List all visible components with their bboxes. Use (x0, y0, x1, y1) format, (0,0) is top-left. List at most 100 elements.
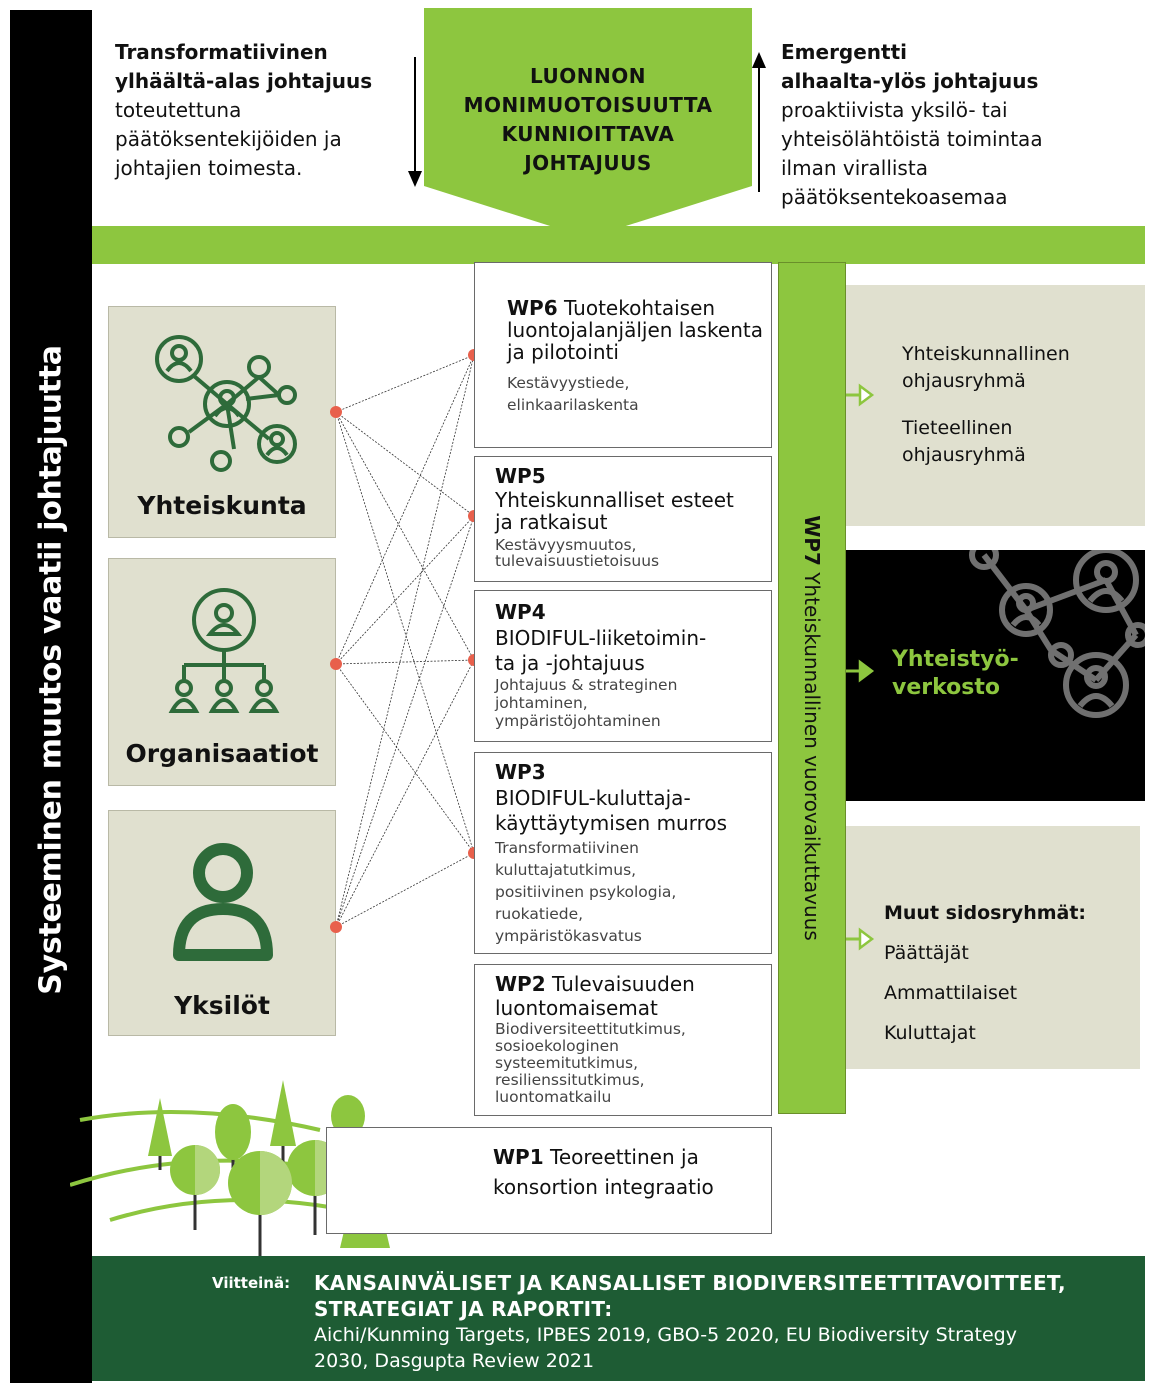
network-people-icon (155, 335, 297, 472)
wp6-box: WP6 Tuotekohtaisen luontojalanjäljen las… (474, 262, 772, 448)
header-left-bold-2: ylhäältä-alas johtajuus (115, 69, 373, 93)
header-right: Emergentti alhaalta-ylös johtajuus proak… (781, 38, 1121, 212)
arrow-right-icon (846, 927, 875, 951)
footer: Viitteinä: KANSAINVÄLISET JA KANSALLISET… (92, 1256, 1145, 1381)
wp4-code: WP4 (495, 600, 546, 624)
green-band (92, 226, 1145, 264)
wp2-title-2: luontomaisemat (495, 996, 658, 1020)
stakeholder-item: Päättäjät (884, 942, 969, 964)
wp3-sub-4: ruokatiede, (495, 905, 584, 923)
wp4-title-2: ta ja -johtajuus (495, 651, 645, 675)
wp1-title-1: WP1 Teoreettinen ja (493, 1146, 699, 1168)
wp4-sub-1: Johtajuus & strateginen (495, 676, 678, 694)
wp3-sub-5: ympäristökasvatus (495, 927, 642, 945)
wp2-sub-4: resilienssitutkimus, (495, 1071, 645, 1089)
wp5-box: WP5 Yhteiskunnalliset esteet ja ratkaisu… (474, 456, 772, 582)
network-label: Yhteistyö- verkosto (892, 646, 1019, 702)
center-title-line: LUONNON (530, 64, 646, 88)
wp7-bar (778, 262, 846, 1114)
header-left-line: toteutettuna (115, 98, 242, 122)
header-right-bold-2: alhaalta-ylös johtajuus (781, 69, 1039, 93)
down-arrow-icon (408, 57, 422, 187)
steering-group-2b: ohjausryhmä (902, 444, 1026, 466)
wp3-sub-3: positiivinen psykologia, (495, 883, 677, 901)
stakeholder-item: Ammattilaiset (884, 982, 1018, 1004)
wp5-sub-1: Kestävyysmuutos, (495, 536, 637, 554)
wp3-box: WP3 BIODIFUL-kuluttaja- käyttäytymisen m… (474, 752, 772, 954)
connection-lines (330, 349, 480, 933)
footer-text-2: 2030, Dasgupta Review 2021 (314, 1350, 595, 1372)
header-right-line: ilman virallista (781, 156, 928, 180)
network-label-1: Yhteistyö- (892, 647, 1019, 672)
wp5-sub-2: tulevaisuustietoisuus (495, 552, 660, 570)
footer-label: Viitteinä: (212, 1274, 291, 1292)
category-society: Yhteiskunta (108, 306, 336, 538)
person-icon (173, 843, 273, 961)
wp3-code: WP3 (495, 760, 546, 784)
stakeholders-panel: Muut sidosryhmät: Päättäjät Ammattilaise… (846, 826, 1140, 1069)
center-title-line: KUNNIOITTAVA (501, 122, 675, 146)
wp6-sub-2: elinkaarilaskenta (507, 396, 639, 414)
wp1-title-text: Teoreettinen ja (550, 1145, 699, 1169)
steering-groups-panel: Yhteiskunnallinen ohjausryhmä Tieteellin… (846, 285, 1145, 526)
header-right-bold-1: Emergentti (781, 40, 908, 64)
stakeholder-item: Kuluttajat (884, 1022, 976, 1044)
category-individuals: Yksilöt (108, 810, 336, 1036)
wp2-sub-5: luontomatkailu (495, 1088, 612, 1106)
header-left-line: päätöksentekijöiden ja (115, 127, 342, 151)
steering-group-1b: ohjausryhmä (902, 370, 1026, 392)
wp5-title: Yhteiskunnalliset esteet ja ratkaisut (495, 488, 734, 534)
wp4-box: WP4 BIODIFUL-liiketoimin- ta ja -johtaju… (474, 590, 772, 742)
stakeholders-title: Muut sidosryhmät: (884, 902, 1087, 924)
wp1-box: WP1 Teoreettinen ja konsortion integraat… (326, 1127, 772, 1234)
wp1-code: WP1 (493, 1145, 544, 1169)
up-arrow-icon (752, 52, 766, 192)
connector-dot (330, 921, 342, 933)
wp2-box: WP2 Tulevaisuuden luontomaisemat Biodive… (474, 964, 772, 1116)
network-panel: Yhteistyö- verkosto (846, 550, 1145, 801)
network-people-icon (969, 550, 1145, 718)
wp1-title-2: konsortion integraatio (493, 1175, 714, 1199)
wp7-code: WP7 (800, 515, 824, 566)
wp2-sub-3: systeemitutkimus, (495, 1054, 639, 1072)
center-title-line: MONIMUOTOISUUTTA (463, 93, 713, 117)
header-right-line: yhteisölähtöistä toimintaa (781, 127, 1043, 151)
footer-text-1: Aichi/Kunming Targets, IPBES 2019, GBO-5… (314, 1324, 1017, 1346)
arrow-right-icon (846, 659, 875, 683)
center-title: LUONNON MONIMUOTOISUUTTA KUNNIOITTAVA JO… (424, 62, 752, 178)
wp5-code: WP5 (495, 464, 546, 488)
header-right-line: proaktiivista yksilö- tai (781, 98, 1008, 122)
organisation-chart-icon (168, 588, 280, 713)
wp7-label: WP7 Yhteiskunnallinen vuorovaikuttavuus (800, 303, 824, 1153)
side-bar (10, 10, 92, 1383)
wp6-title-text: Tuotekohtaisen luontojalanjäljen laskent… (507, 296, 763, 364)
arrow-right-icon (846, 383, 875, 407)
wp6-sub-1: Kestävyystiede, (507, 374, 630, 392)
wp4-sub-3: ympäristöjohtaminen (495, 712, 661, 730)
category-organisations: Organisaatiot (108, 558, 336, 786)
connector-dot (330, 658, 342, 670)
side-title: Systeeminen muutos vaatii johtajuutta (33, 345, 69, 995)
category-individuals-label: Yksilöt (174, 991, 270, 1020)
header-left-line: johtajien toimesta. (115, 156, 303, 180)
wp3-sub-2: kuluttajatutkimus, (495, 861, 637, 879)
category-organisations-label: Organisaatiot (125, 739, 319, 768)
network-label-2: verkosto (892, 675, 1000, 700)
connector-dot (330, 406, 342, 418)
header-left: Transformatiivinen ylhäältä-alas johtaju… (115, 38, 405, 183)
header-left-bold-1: Transformatiivinen (115, 40, 328, 64)
wp2-code: WP2 (495, 972, 546, 996)
wp6-code: WP6 (507, 296, 558, 320)
category-society-label: Yhteiskunta (137, 491, 307, 520)
wp2-sub-1: Biodiversiteettitutkimus, (495, 1020, 686, 1038)
wp3-title-1: BIODIFUL-kuluttaja- (495, 786, 691, 810)
wp2-title-1: WP2 Tulevaisuuden (495, 973, 695, 995)
header-right-line: päätöksentekoasemaa (781, 185, 1008, 209)
wp2-sub-2: sosioekologinen (495, 1037, 619, 1055)
footer-bold-2: STRATEGIAT JA RAPORTIT: (314, 1297, 613, 1321)
wp4-sub-2: johtaminen, (495, 694, 588, 712)
wp3-sub-1: Transformatiivinen (495, 839, 639, 857)
wp6-title: WP6 Tuotekohtaisen luontojalanjäljen las… (507, 297, 769, 363)
center-title-line: JOHTAJUUS (524, 151, 652, 175)
center-pennant-shape (424, 8, 752, 238)
